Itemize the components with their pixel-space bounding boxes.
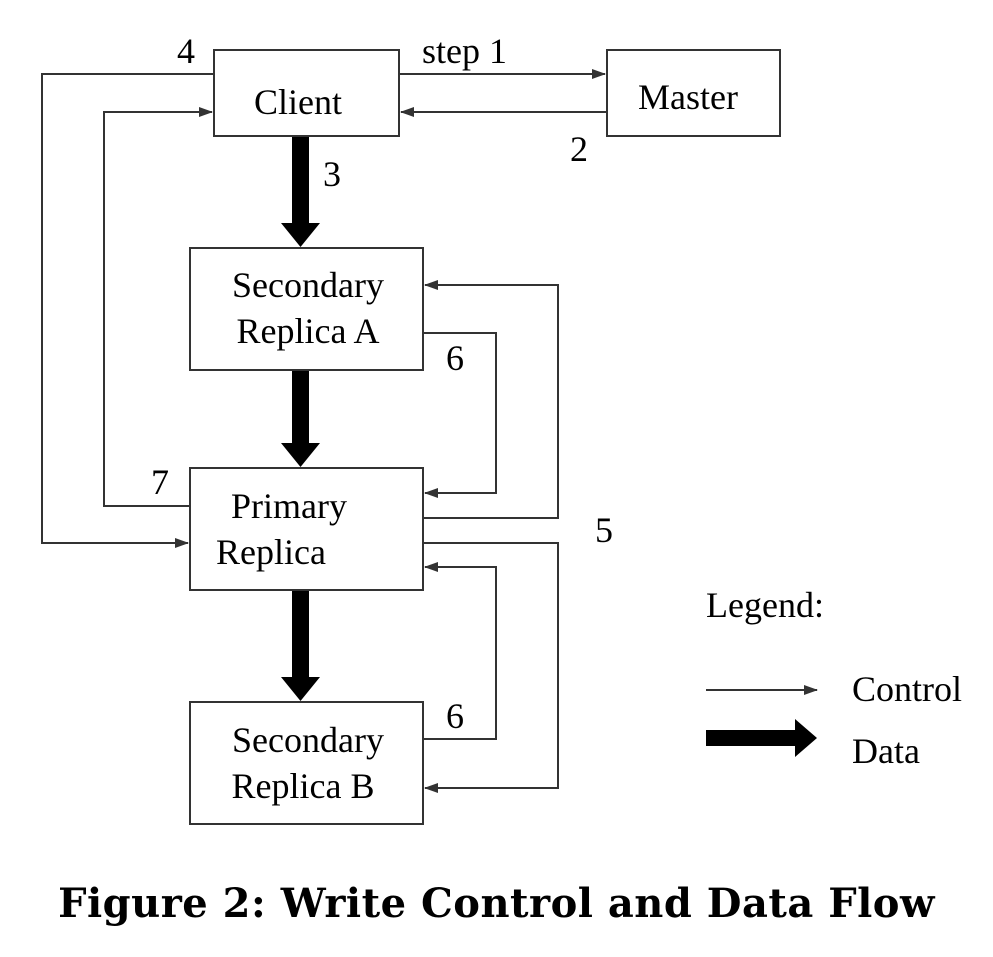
edge-label-step3: 3 [323, 154, 341, 194]
control-arrow-step6-secondary-b-to-primary [423, 562, 497, 740]
secondary-a-label-line2: Replica A [237, 311, 380, 351]
edge-label-step1: step 1 [422, 31, 507, 71]
legend-title: Legend: [706, 585, 824, 625]
legend-data-label: Data [852, 731, 920, 771]
secondary-replica-b-node: Secondary Replica B [189, 701, 424, 825]
data-arrow-client-to-secondary-a [281, 137, 320, 247]
secondary-a-label-line1: Secondary [232, 265, 384, 305]
secondary-b-label-line1: Secondary [232, 720, 384, 760]
figure-caption: Figure 2: Write Control and Data Flow [58, 880, 935, 927]
secondary-replica-a-node: Secondary Replica A [189, 247, 424, 371]
master-label: Master [638, 77, 738, 117]
edge-label-step7: 7 [151, 462, 169, 502]
control-arrow-step5-primary-to-secondary-a [423, 280, 559, 519]
edge-label-step6-b: 6 [446, 696, 464, 736]
secondary-b-label-line2: Replica B [232, 766, 375, 806]
edge-label-step2: 2 [570, 129, 588, 169]
primary-replica-node: Primary Replica [189, 467, 424, 591]
primary-label-line1: Primary [231, 486, 347, 526]
client-node: Client [213, 49, 400, 137]
data-arrow-primary-to-secondary-b [281, 591, 320, 701]
edge-label-step4: 4 [177, 31, 195, 71]
data-arrow-secondary-a-to-primary [281, 371, 320, 467]
control-arrow-step7-primary-to-client [103, 107, 213, 507]
primary-label-line2: Replica [216, 532, 326, 572]
legend-data-arrow [706, 719, 817, 757]
control-arrow-step5-primary-to-secondary-b [423, 542, 559, 793]
client-label: Client [254, 82, 342, 122]
edge-label-step6-a: 6 [446, 338, 464, 378]
control-arrow-step6-secondary-a-to-primary [423, 332, 497, 498]
legend-control-label: Control [852, 669, 962, 709]
master-node: Master [606, 49, 781, 137]
legend: Legend: Control Data [706, 585, 962, 771]
control-arrow-step4-client-to-primary [41, 73, 214, 548]
edge-label-step5: 5 [595, 510, 613, 550]
